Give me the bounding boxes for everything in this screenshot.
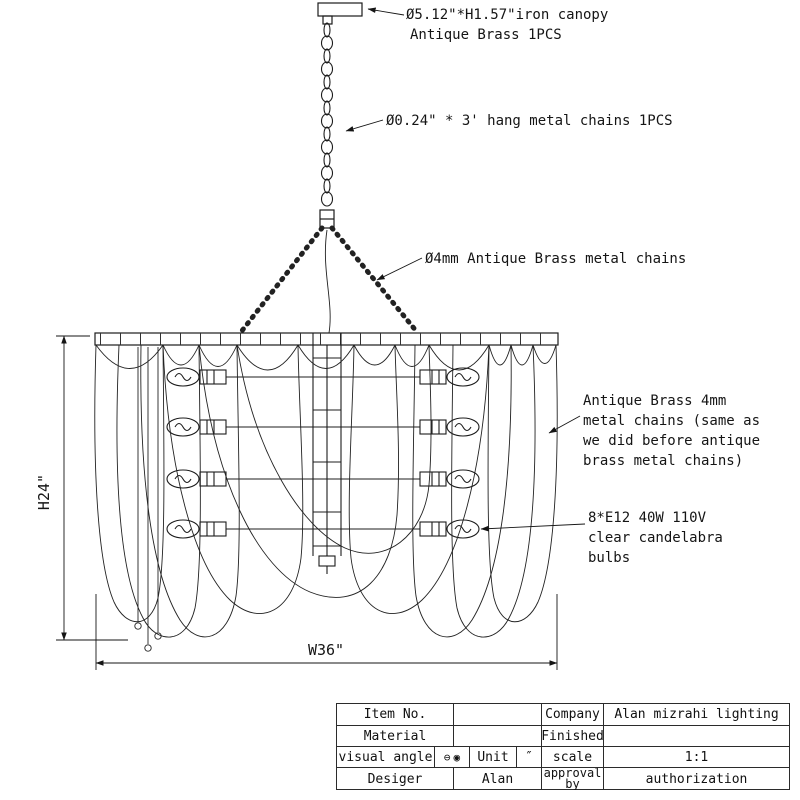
title-block: Item No. Company Alan mizrahi lighting M… bbox=[336, 703, 790, 790]
swag-chains bbox=[94, 344, 558, 638]
height-dimension: H24" bbox=[35, 335, 128, 641]
hanging-strands bbox=[134, 347, 162, 652]
chain-connector bbox=[319, 209, 335, 229]
support-chains bbox=[238, 225, 420, 335]
company-label: Company bbox=[541, 704, 603, 725]
canopy-note-line2: Antique Brass 1PCS bbox=[410, 27, 562, 43]
center-frame bbox=[312, 333, 342, 574]
finished-value bbox=[603, 726, 789, 746]
width-dimension: W36" bbox=[95, 594, 558, 670]
canopy-note-line1: Ø5.12"*H1.57"iron canopy bbox=[406, 7, 608, 23]
hang-chain bbox=[320, 22, 334, 207]
material-label: Material bbox=[363, 728, 427, 744]
approval-label-line1: approval bbox=[543, 768, 602, 780]
top-rim bbox=[94, 332, 559, 346]
designer-value: Alan bbox=[453, 768, 541, 790]
item-no-value bbox=[453, 704, 541, 725]
scale-value: 1:1 bbox=[603, 747, 789, 767]
authorization-value: authorization bbox=[603, 768, 789, 790]
bulb-note-line3: bulbs bbox=[588, 550, 630, 566]
side-chain-note-line1: Antique Brass 4mm bbox=[583, 393, 726, 409]
finished-label: Finished bbox=[541, 726, 603, 746]
approval-label-line2: by bbox=[565, 777, 580, 790]
bulb-note-line1: 8*E12 40W 110V bbox=[588, 510, 707, 526]
unit-label: Unit bbox=[469, 747, 516, 767]
visual-angle-symbols: ⊖ ◉ bbox=[434, 747, 469, 767]
designer-label: Desiger bbox=[367, 771, 423, 787]
visual-angle-label: visual angle bbox=[338, 749, 433, 765]
projection-circle-icon: ◉ bbox=[453, 750, 461, 764]
item-no-label: Item No. bbox=[363, 707, 427, 722]
brass-chain-note: Ø4mm Antique Brass metal chains bbox=[425, 251, 686, 267]
side-chain-note-line4: brass metal chains) bbox=[583, 453, 743, 469]
title-block-row-3: visual angle ⊖ ◉ Unit ″ scale 1:1 bbox=[337, 746, 789, 767]
title-block-row-4: Desiger Alan approval by authorization bbox=[337, 767, 789, 790]
scale-label: scale bbox=[541, 747, 603, 767]
company-value: Alan mizrahi lighting bbox=[603, 704, 789, 725]
projection-cone-icon: ⊖ bbox=[443, 750, 451, 764]
side-chain-note-line2: metal chains (same as bbox=[583, 413, 760, 429]
unit-value: ″ bbox=[516, 747, 541, 767]
title-block-row-2: Material Finished bbox=[337, 725, 789, 746]
hang-chain-note: Ø0.24" * 3' hang metal chains 1PCS bbox=[386, 113, 673, 129]
title-block-row-1: Item No. Company Alan mizrahi lighting bbox=[337, 704, 789, 725]
approval-by-label: approval by bbox=[541, 768, 603, 790]
side-chain-note-line3: we did before antique bbox=[583, 433, 760, 449]
material-value bbox=[453, 726, 541, 746]
width-dim-label: W36" bbox=[308, 641, 344, 659]
iron-canopy bbox=[317, 2, 363, 25]
leader-lines bbox=[345, 7, 586, 532]
bulb-note-line2: clear candelabra bbox=[588, 530, 723, 546]
annotations: Ø5.12"*H1.57"iron canopy Antique Brass 1… bbox=[386, 7, 760, 566]
height-dim-label: H24" bbox=[35, 474, 53, 510]
